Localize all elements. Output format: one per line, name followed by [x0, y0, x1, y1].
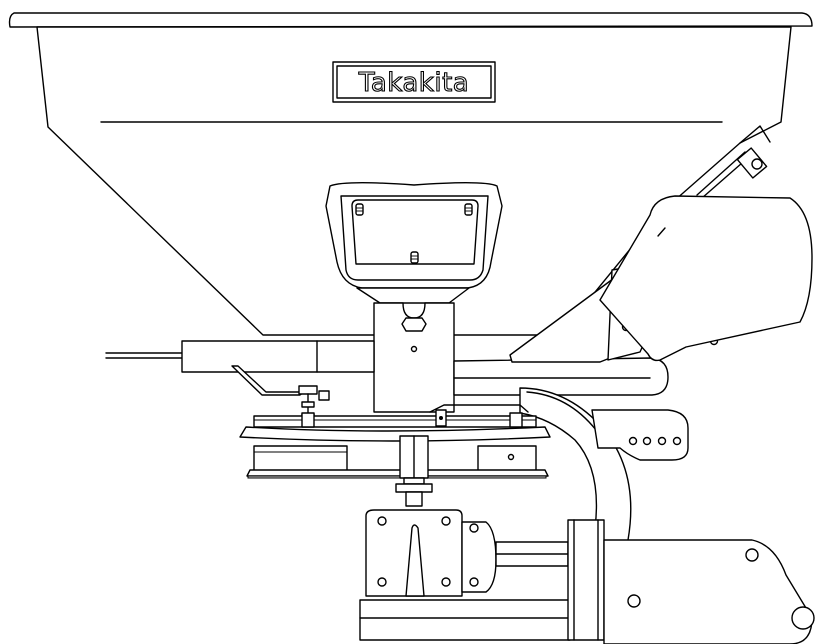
center-bracket [373, 302, 455, 413]
left-arm [105, 340, 375, 423]
drive-shaft [395, 435, 433, 507]
deflector-cover [599, 195, 813, 362]
control-panel-icon [325, 182, 503, 304]
gearbox-icon [359, 509, 571, 641]
spinner-disc-icon [239, 404, 551, 479]
brand-logo-text: Takakita [358, 68, 469, 98]
brand-logo: Takakita [332, 61, 496, 103]
panel-bolt-icon [355, 203, 473, 264]
bearing-block [591, 409, 689, 461]
hopper-icon [8, 12, 813, 336]
